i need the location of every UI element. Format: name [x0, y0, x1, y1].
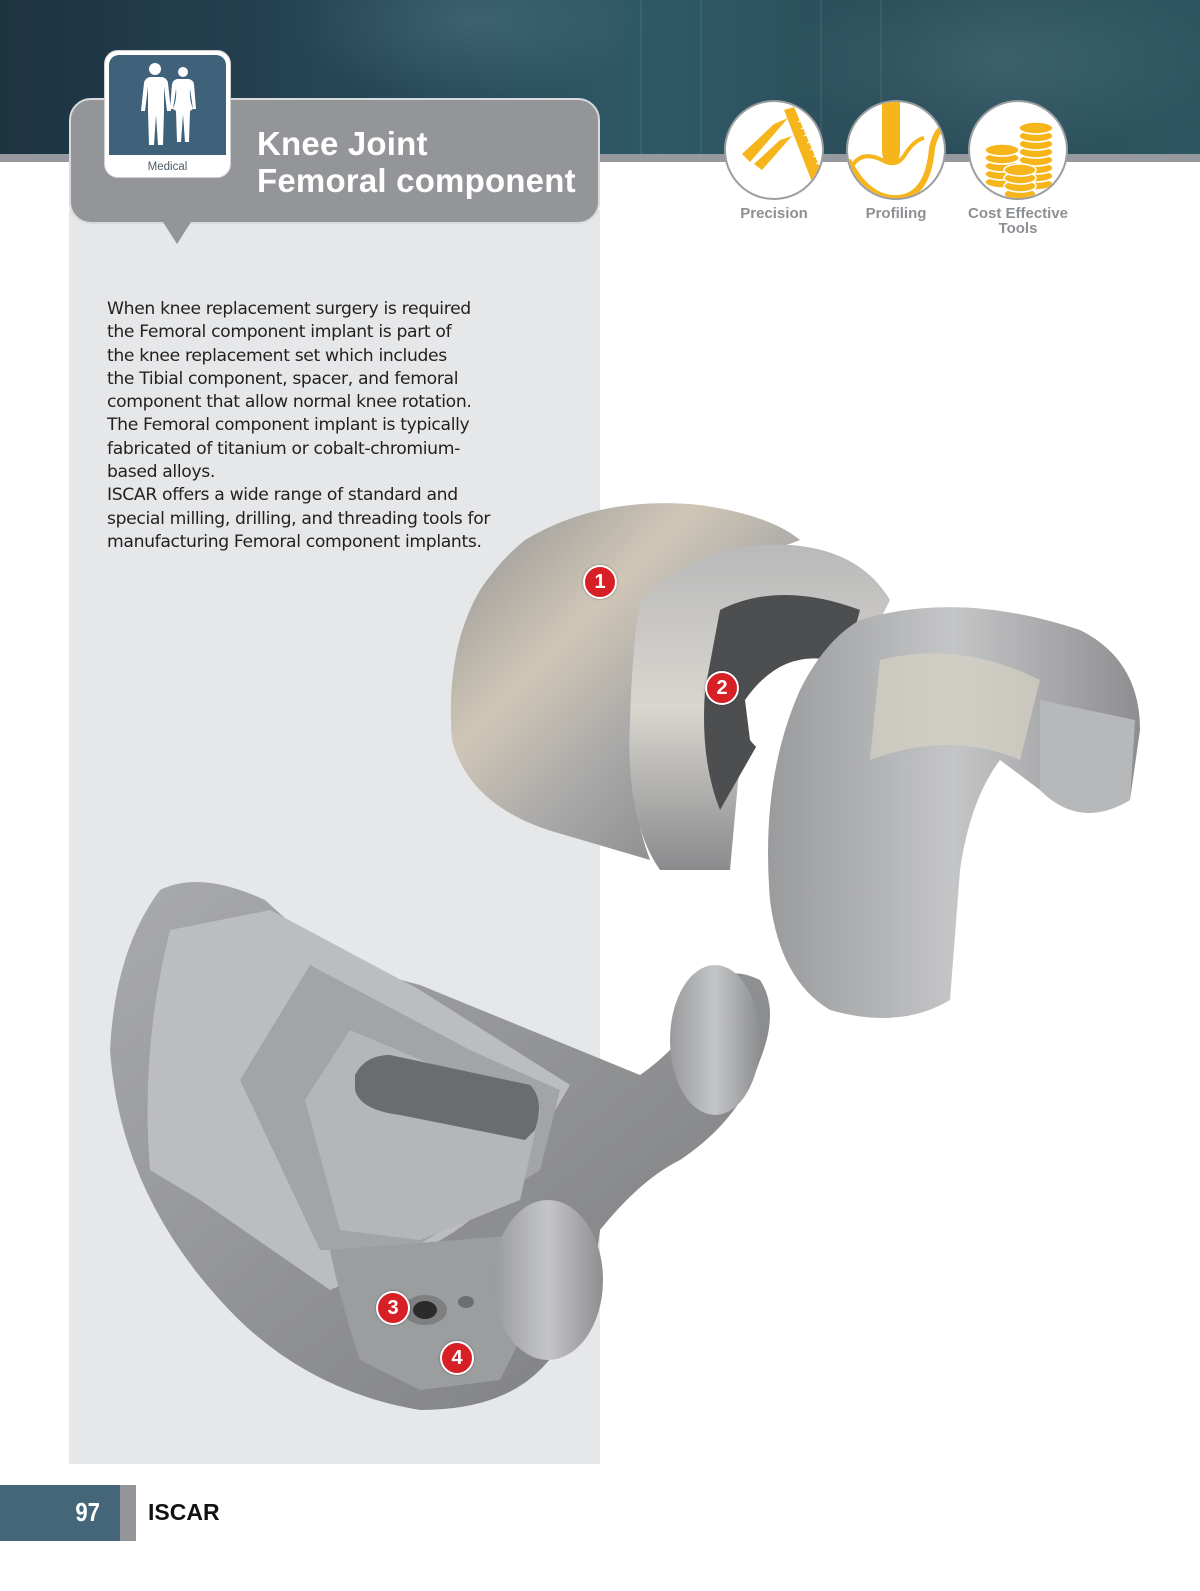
callout-pointer: [163, 222, 191, 244]
marker-1: 1: [583, 565, 617, 599]
text-line: special milling, drilling, and threading…: [107, 508, 491, 529]
text-line: fabricated of titanium or cobalt-chromiu…: [107, 438, 460, 459]
text-line: ISCAR offers a wide range of standard an…: [107, 485, 458, 506]
feature-precision: Precision: [709, 100, 839, 221]
brand-name: ISCAR: [148, 1499, 220, 1525]
text-line: manufacturing Femoral component implants…: [107, 531, 482, 552]
text-line: based alloys.: [107, 462, 215, 483]
description-text: When knee replacement surgery is require…: [107, 298, 547, 554]
footer-divider: [120, 1485, 136, 1541]
category-label: Medical: [147, 161, 188, 173]
text-line: component that allow normal knee rotatio…: [107, 392, 472, 413]
marker-4: 4: [440, 1341, 474, 1375]
feature-cost-effective-tools: Cost Effective Tools: [953, 100, 1083, 236]
text-line: the Femoral component implant is part of: [107, 322, 452, 343]
page-title: Knee Joint Femoral component: [257, 125, 576, 199]
title-line-2: Femoral component: [257, 162, 576, 199]
feature-label: Profiling: [865, 205, 927, 222]
feature-label: Tools: [998, 220, 1038, 237]
coin-stacks-icon: [968, 100, 1068, 200]
feature-label: Precision: [740, 205, 808, 222]
feature-label: Cost Effective: [967, 205, 1069, 222]
title-line-1: Knee Joint: [257, 125, 428, 162]
marker-3: 3: [376, 1291, 410, 1325]
text-line: When knee replacement surgery is require…: [107, 299, 471, 319]
marker-2: 2: [705, 671, 739, 705]
profiling-curve-icon: [846, 100, 946, 200]
caliper-icon: [724, 100, 824, 200]
text-line: The Femoral component implant is typical…: [107, 415, 470, 436]
text-line: the Tibial component, spacer, and femora…: [107, 368, 459, 389]
page-number: 97: [75, 1497, 100, 1527]
male-female-figures-icon: [109, 55, 226, 155]
page-number-block: 97: [0, 1485, 120, 1541]
category-badge: Medical: [104, 50, 231, 178]
feature-profiling: Profiling: [831, 100, 961, 221]
text-line: the knee replacement set which includes: [107, 345, 447, 366]
